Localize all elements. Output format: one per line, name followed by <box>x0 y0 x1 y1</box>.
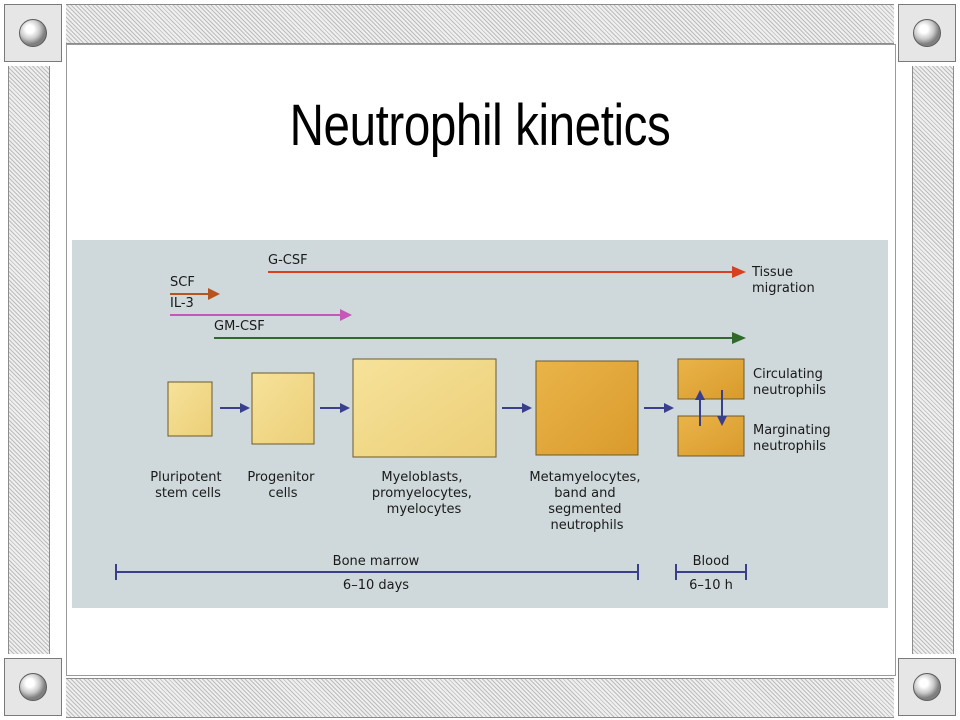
frame-bottom-border <box>66 678 894 718</box>
stem-cell-label: Pluripotent stem cells <box>150 470 225 501</box>
il3-arrowhead <box>340 309 352 321</box>
tissue-migration-label: Tissue migration <box>751 265 815 296</box>
marginating-pool-box <box>677 415 745 457</box>
bone-marrow-timeline <box>115 564 639 580</box>
scf-arrowhead <box>208 288 220 300</box>
metamyelocyte-box <box>535 360 639 456</box>
scf-label: SCF <box>170 275 195 290</box>
gmcsf-arrowhead <box>732 332 746 344</box>
diagram-canvas: G-CSF SCF IL-3 GM-CSF Tissue migration <box>115 253 835 593</box>
circulating-pool-box <box>677 358 745 400</box>
bone-marrow-label: Bone marrow <box>333 554 420 569</box>
frame-right-border <box>912 66 954 654</box>
frame-top-border <box>66 4 894 44</box>
corner-rivet-icon <box>898 4 956 62</box>
gmcsf-label: GM-CSF <box>214 319 265 334</box>
marginating-label: Marginating neutrophils <box>753 423 835 454</box>
blood-label: Blood <box>693 554 730 569</box>
corner-rivet-icon <box>4 658 62 716</box>
progenitor-box <box>251 372 315 445</box>
gcsf-label: G-CSF <box>268 253 308 268</box>
stem-cell-box <box>167 381 213 437</box>
slide-title: Neutrophil kinetics <box>289 93 671 158</box>
myeloblast-box <box>352 358 497 458</box>
myeloblast-label: Myeloblasts, promyelocytes, myelocytes <box>372 470 476 517</box>
corner-rivet-icon <box>898 658 956 716</box>
circulating-label: Circulating neutrophils <box>753 367 827 398</box>
progenitor-label: Progenitor cells <box>247 470 318 501</box>
blood-duration: 6–10 h <box>689 578 733 593</box>
il3-label: IL-3 <box>170 296 194 311</box>
blood-timeline <box>675 564 747 580</box>
frame-left-border <box>8 66 50 654</box>
flow-arrows <box>220 390 727 426</box>
gcsf-arrowhead <box>732 266 746 278</box>
metamyelocyte-label: Metamyelocytes, band and segmented neutr… <box>529 470 644 533</box>
bone-marrow-duration: 6–10 days <box>343 578 409 593</box>
corner-rivet-icon <box>4 4 62 62</box>
neutrophil-kinetics-figure: G-CSF SCF IL-3 GM-CSF Tissue migration <box>72 240 888 608</box>
